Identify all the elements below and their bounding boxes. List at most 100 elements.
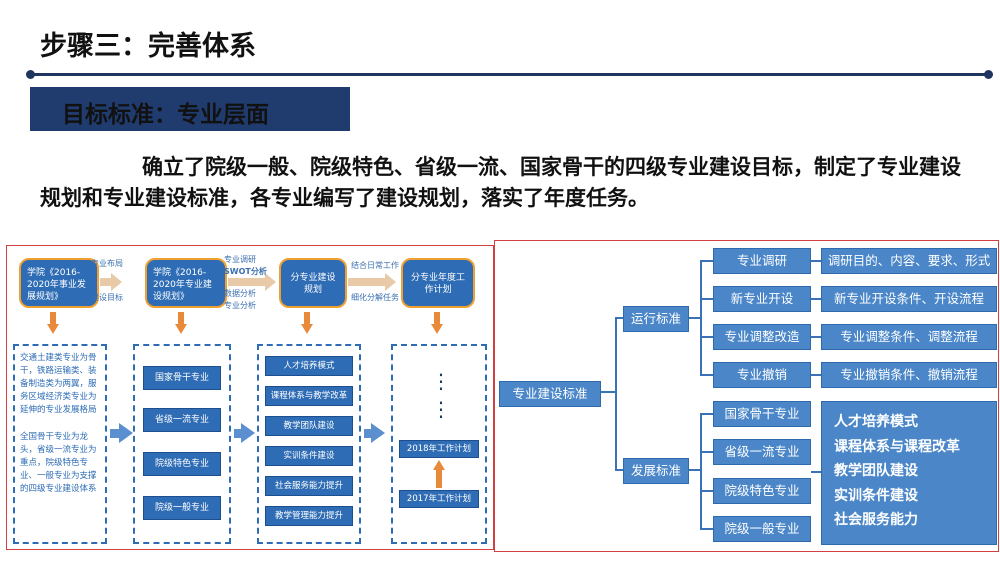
title-divider xyxy=(30,73,988,76)
task-item-6: 教学管理能力提升 xyxy=(265,506,353,526)
connector-branch-1 xyxy=(615,317,625,319)
task-item-4: 实训条件建设 xyxy=(265,446,353,466)
connector-run-vertical xyxy=(700,260,702,374)
layout-text-2: 全国骨干专业为龙头，省级一流专业为重点，院级特色专业、一般专业为支撑的四级专业建… xyxy=(20,432,97,494)
root-standard: 专业建设标准 xyxy=(499,381,601,407)
task-item-5: 社会服务能力提升 xyxy=(265,476,353,496)
connector-run-1 xyxy=(700,260,714,262)
branch-operation: 运行标准 xyxy=(623,306,689,332)
task-item-3: 教学团队建设 xyxy=(265,416,353,436)
dev-detail-block: 人才培养模式 课程体系与课程改革 教学团队建设 实训条件建设 社会服务能力 xyxy=(821,401,997,545)
op-detail-2: 新专业开设条件、开设流程 xyxy=(821,286,997,312)
col-arrow-2-bar xyxy=(234,429,242,438)
note-box2-a: 专业调研 xyxy=(224,255,256,264)
flow-arrow-3 xyxy=(385,273,396,291)
note-box3-b: 细化分解任务 xyxy=(351,293,399,302)
task-item-1: 人才培养模式 xyxy=(265,356,353,376)
level-college-featured: 院级特色专业 xyxy=(143,452,221,476)
op-detail-4: 专业撤销条件、撤销流程 xyxy=(821,362,997,388)
connector-root xyxy=(600,391,616,393)
connector-branch-2 xyxy=(615,469,625,471)
connector-run-2 xyxy=(700,298,714,300)
task-item-2: 课程体系与教学改革 xyxy=(265,386,353,406)
down-arrow-1 xyxy=(47,312,59,334)
col-arrow-3-bar xyxy=(364,429,372,438)
dev-item-1: 国家骨干专业 xyxy=(713,401,811,427)
annual-plan-column xyxy=(391,344,487,544)
op-item-2: 新专业开设 xyxy=(713,286,811,312)
connector-dev xyxy=(687,469,701,471)
dev-detail-2: 课程体系与课程改革 xyxy=(834,438,960,455)
level-national: 国家骨干专业 xyxy=(143,366,221,390)
connector-dev-1 xyxy=(700,413,714,415)
page-title: 步骤三：完善体系 xyxy=(40,31,256,62)
connector-run-3 xyxy=(700,336,714,338)
standards-tree-panel: 专业建设标准 运行标准 发展标准 专业调研 新专业开设 专业调整改造 专业撤销 … xyxy=(494,240,999,552)
intro-paragraph: 确立了院级一般、院级特色、省级一流、国家骨干的四级专业建设目标，制定了专业建设规… xyxy=(40,155,961,210)
task-column xyxy=(257,344,361,544)
divider-dot-right xyxy=(984,70,993,79)
op-detail-3: 专业调整条件、调整流程 xyxy=(821,324,997,350)
level-column xyxy=(133,344,231,544)
note-box2-c: 数据分析 xyxy=(224,289,256,298)
connector-dev-3 xyxy=(700,490,714,492)
connector-dev-vertical xyxy=(700,413,702,529)
ellipsis-dots-2: ⋮ xyxy=(431,397,451,421)
col-arrow-2 xyxy=(241,423,255,443)
flow-arrow-2-bar xyxy=(228,278,266,286)
dev-detail-5: 社会服务能力 xyxy=(834,512,918,528)
connector-dev-4 xyxy=(700,528,714,530)
up-arrow-stem xyxy=(436,470,442,488)
flow-box-plan-4: 分专业年度工作计划 xyxy=(401,258,475,308)
op-item-1: 专业调研 xyxy=(713,248,811,274)
layout-column: 交通土建类专业为骨干，铁路运输类、装备制造类为两翼，服务区域经济类专业为延伸的专… xyxy=(13,344,107,544)
branch-development: 发展标准 xyxy=(623,458,689,484)
connector-root-vertical xyxy=(615,317,617,469)
down-arrow-4 xyxy=(431,312,443,334)
planning-flow-panel: 学院《2016-2020年事业发展规划》 专业布局 建设目标 学院《2016-2… xyxy=(6,245,494,550)
dev-item-4: 院级一般专业 xyxy=(713,516,811,542)
col-arrow-1 xyxy=(119,423,133,443)
divider-dot-left xyxy=(26,70,35,79)
op-detail-1: 调研目的、内容、要求、形式 xyxy=(821,248,997,274)
ellipsis-dots-1: ⋮ xyxy=(431,369,451,393)
connector-detail-3 xyxy=(811,336,823,338)
flow-arrow-1-bar xyxy=(100,278,112,286)
dev-detail-1: 人才培养模式 xyxy=(834,414,918,430)
level-provincial: 省级一流专业 xyxy=(143,408,221,432)
connector-dev-2 xyxy=(700,451,714,453)
op-item-3: 专业调整改造 xyxy=(713,324,811,350)
flow-arrow-1 xyxy=(111,273,122,291)
plan-2018: 2018年工作计划 xyxy=(399,440,479,458)
connector-run-4 xyxy=(700,374,714,376)
flow-arrow-3-bar xyxy=(348,278,386,286)
flow-box-plan-3: 分专业建设规划 xyxy=(279,258,347,308)
dev-detail-3: 教学团队建设 xyxy=(834,463,918,479)
connector-detail-2 xyxy=(811,298,823,300)
flow-box-plan-2: 学院《2016-2020年专业建设规划》 xyxy=(145,258,227,308)
note-box2-d: 专业分析 xyxy=(224,301,256,310)
note-box1-a: 专业布局 xyxy=(91,259,123,268)
dev-detail-4: 实训条件建设 xyxy=(834,487,918,504)
up-arrow-head xyxy=(433,460,445,470)
flow-arrow-2 xyxy=(265,273,276,291)
col-arrow-1-bar xyxy=(110,429,120,438)
connector-run xyxy=(687,317,701,319)
note-box1-b: 建设目标 xyxy=(91,293,123,302)
section-subtitle: 目标标准：专业层面 xyxy=(30,87,350,131)
dev-item-3: 院级特色专业 xyxy=(713,478,811,504)
down-arrow-2 xyxy=(175,312,187,334)
plan-2017: 2017年工作计划 xyxy=(399,490,479,508)
note-box3-a: 结合日常工作 xyxy=(351,261,399,270)
layout-text-1: 交通土建类专业为骨干，铁路运输类、装备制造类为两翼，服务区域经济类专业为延伸的专… xyxy=(20,353,97,415)
down-arrow-3 xyxy=(301,312,313,334)
connector-detail-block xyxy=(811,471,823,473)
op-item-4: 专业撤销 xyxy=(713,362,811,388)
dev-item-2: 省级一流专业 xyxy=(713,439,811,465)
col-arrow-3 xyxy=(371,423,385,443)
flow-box-plan-1: 学院《2016-2020年事业发展规划》 xyxy=(19,258,99,308)
connector-detail-1 xyxy=(811,260,823,262)
note-box2-b: SWOT分析 xyxy=(224,267,267,276)
connector-detail-4 xyxy=(811,374,823,376)
level-college-general: 院级一般专业 xyxy=(143,496,221,520)
